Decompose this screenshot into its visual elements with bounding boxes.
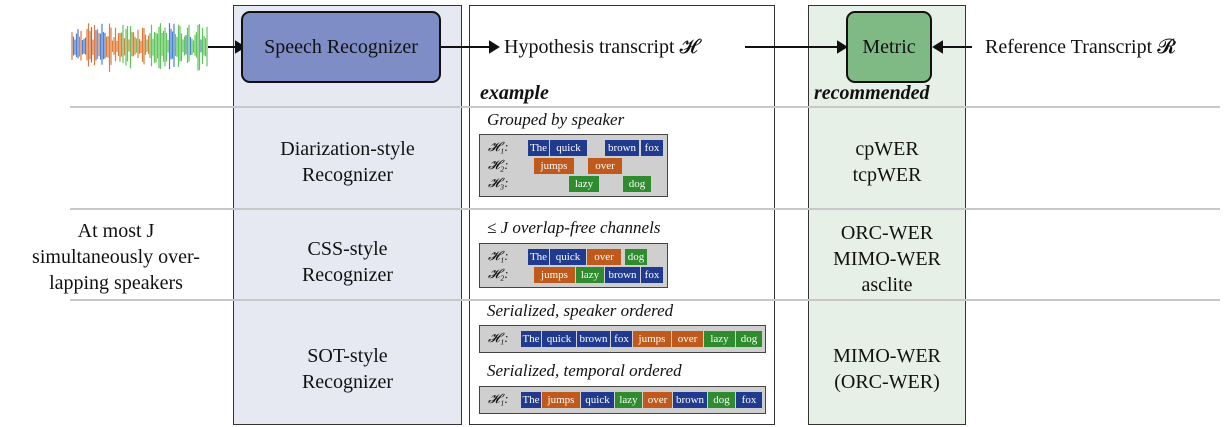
hyp-label-h3: 𝓗₃: [488,175,509,190]
word-token-over: over [587,249,621,265]
metric-mimo-wer-sot: MIMO-WER [833,345,941,367]
word-token-lazy: lazy [569,176,599,192]
example-title-diarization: Grouped by speaker [487,110,625,129]
hyp-label-h1: 𝓗₁: [488,139,509,154]
word-token-over: over [643,392,672,408]
word-token-quick: quick [550,140,587,156]
example-title-css: ≤ J overlap-free channels [487,218,661,237]
hyp-label-h1: 𝓗₁: [488,391,509,406]
word-token-The: The [528,140,549,156]
reference-label: Reference Transcript 𝓡 [985,36,1176,58]
metric-mimo-wer: MIMO-WER [833,248,941,270]
word-token-dog: dog [625,249,647,265]
recognizer-diarization-line1: Diarization-style [280,138,415,160]
metric-box: Metric [846,11,932,83]
word-token-over: over [588,158,622,174]
recognizer-sot-line1: SOT-style [307,345,388,367]
hyp-label-h1: 𝓗₁: [488,330,509,345]
hyp-label-h1: 𝓗₁: [488,248,509,263]
recognizer-sot: SOT-style Recognizer [233,343,462,395]
word-token-lazy: lazy [704,331,735,347]
word-token-jumps: jumps [633,331,671,347]
hypothesis-label: Hypothesis transcript 𝓗 [504,36,698,58]
word-token-quick: quick [542,331,576,347]
metrics-css: ORC-WER MIMO-WER asclite [808,220,966,298]
recognizer-diarization: Diarization-style Recognizer [233,136,462,188]
recognizer-css: CSS-style Recognizer [233,236,462,288]
word-token-lazy: lazy [615,392,642,408]
metric-asclite: asclite [861,274,913,296]
word-token-fox: fox [641,267,663,283]
word-token-brown: brown [673,392,707,408]
speech-recognizer-label: Speech Recognizer [264,35,418,58]
left-note: At most J simultaneously over- lapping s… [0,218,232,296]
word-token-over: over [672,331,703,347]
example-column [469,5,775,425]
word-token-brown: brown [605,267,640,283]
speech-recognizer-box: Speech Recognizer [241,11,441,83]
recognizer-diarization-line2: Recognizer [301,164,394,186]
left-note-line1: At most J [77,220,155,242]
word-token-The: The [521,331,541,347]
word-token-brown: brown [605,140,639,156]
word-token-jumps: jumps [534,267,575,283]
diar-row-h3: 𝓗₃: lazy dog [488,175,668,192]
metrics-diarization: cpWER tcpWER [808,136,966,188]
word-token-dog: dog [708,392,735,408]
word-token-fox: fox [611,331,632,347]
metric-cpwer: cpWER [855,138,919,160]
metric-orc-wer-sot: (ORC-WER) [834,371,940,393]
metric-orc-wer: ORC-WER [840,222,934,244]
left-note-line2: simultaneously over- [32,246,200,268]
separator-1 [70,106,1220,108]
diar-row-h2: 𝓗₂: jumps over [488,157,668,174]
word-token-brown: brown [577,331,610,347]
example-title-sot-temporal: Serialized, temporal ordered [487,361,682,380]
word-token-quick: quick [550,249,586,265]
hyp-label-h2: 𝓗₂: [488,157,509,172]
example-header: example [480,82,549,104]
word-token-jumps: jumps [534,158,574,174]
metric-tcpwer: tcpWER [852,164,922,186]
word-token-dog: dog [623,176,651,192]
recommended-header: recommended [814,82,930,104]
metric-label: Metric [862,35,916,58]
example-title-sot-speaker: Serialized, speaker ordered [487,301,674,320]
separator-3 [70,299,1220,301]
left-note-line3: lapping speakers [49,272,183,294]
word-token-jumps: jumps [542,392,580,408]
word-token-fox: fox [736,392,762,408]
recognizer-css-line1: CSS-style [307,238,388,260]
hyp-label-h2: 𝓗₂: [488,266,509,281]
word-token-quick: quick [581,392,614,408]
recognizer-css-line2: Recognizer [301,264,394,286]
metrics-sot: MIMO-WER (ORC-WER) [808,343,966,395]
separator-2 [70,208,1220,210]
word-token-lazy: lazy [576,267,604,283]
word-token-dog: dog [736,331,762,347]
word-token-The: The [521,392,541,408]
word-token-The: The [528,249,549,265]
word-token-fox: fox [641,140,663,156]
recognizer-sot-line2: Recognizer [301,371,394,393]
